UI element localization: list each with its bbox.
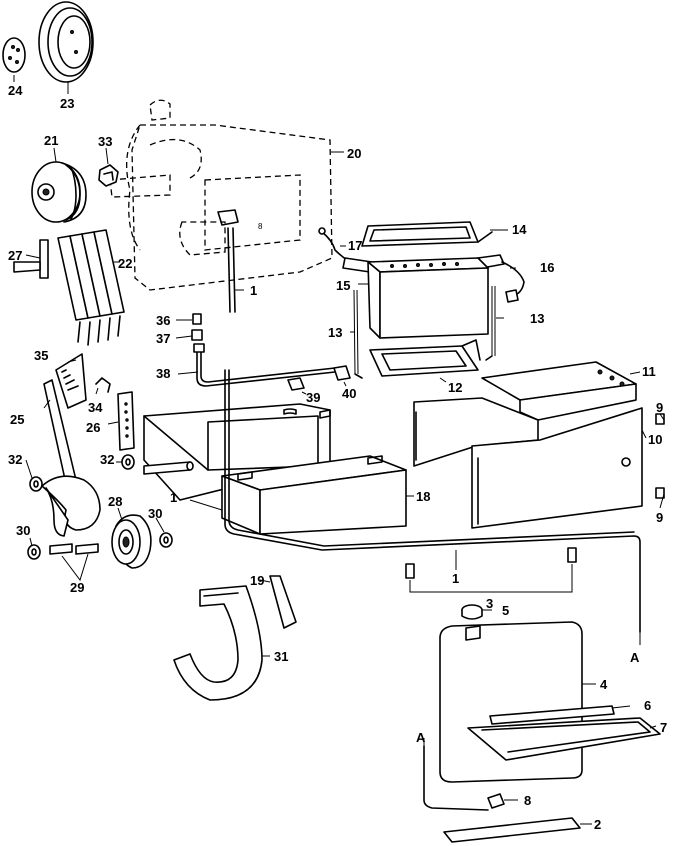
part-29-pins bbox=[49, 543, 99, 555]
callout-14: 14 bbox=[512, 222, 527, 237]
part-32-washer-right bbox=[121, 454, 135, 470]
part-3-bracket-line bbox=[409, 564, 573, 593]
callout-ref-a-left: A bbox=[416, 730, 426, 745]
part-35-quadrant bbox=[55, 353, 87, 409]
part-21-pulley bbox=[31, 161, 87, 223]
part-13-rod-right bbox=[485, 286, 496, 361]
part-24-flange bbox=[2, 37, 26, 73]
part-9-clip-lower bbox=[655, 487, 665, 499]
callout-24: 24 bbox=[8, 83, 23, 98]
part-3-clamp-right bbox=[567, 547, 577, 563]
callout-13-left: 13 bbox=[328, 325, 342, 340]
part-33-nut bbox=[98, 164, 119, 187]
callout-34: 34 bbox=[88, 400, 103, 415]
callout-10: 10 bbox=[648, 432, 662, 447]
part-30-bushing-left bbox=[27, 544, 41, 560]
callout-32-right: 32 bbox=[100, 452, 114, 467]
callout-21: 21 bbox=[44, 133, 58, 148]
part-28-wheel bbox=[111, 514, 152, 569]
callout-32-left: 32 bbox=[8, 452, 22, 467]
callout-ref-a-right: A bbox=[630, 650, 640, 665]
callout-3: 3 bbox=[486, 596, 493, 611]
part-25-lever bbox=[41, 379, 101, 537]
part-10-side-panel bbox=[471, 407, 643, 529]
callout-40: 40 bbox=[342, 386, 356, 401]
callout-37: 37 bbox=[156, 331, 170, 346]
callout-7: 7 bbox=[660, 720, 667, 735]
part-13-rod-left bbox=[353, 289, 363, 379]
callout-15: 15 bbox=[336, 278, 350, 293]
callout-38: 38 bbox=[156, 366, 170, 381]
part-22-belts bbox=[57, 229, 125, 346]
callout-23: 23 bbox=[60, 96, 74, 111]
callout-1-box: 1 bbox=[170, 490, 177, 505]
callout-12: 12 bbox=[448, 380, 462, 395]
callout-1-engine: 1 bbox=[250, 283, 257, 298]
leader-lines bbox=[13, 75, 665, 825]
callout-2: 2 bbox=[594, 817, 601, 832]
part-7-tank-bracket bbox=[467, 717, 661, 761]
callout-30-right: 30 bbox=[148, 506, 162, 521]
part-40-fitting bbox=[333, 365, 351, 381]
callout-13-right: 13 bbox=[530, 311, 544, 326]
part-15-battery bbox=[367, 257, 489, 339]
callout-5: 5 bbox=[502, 603, 509, 618]
callout-31: 31 bbox=[274, 649, 288, 664]
part-11-platform bbox=[413, 361, 637, 467]
callout-39: 39 bbox=[306, 390, 320, 405]
callout-9-lower: 9 bbox=[656, 510, 663, 525]
axle-pin bbox=[143, 461, 194, 475]
part-32-washer-left bbox=[29, 476, 43, 492]
part-38-fuel-line bbox=[193, 343, 336, 387]
part-5-fuel-cap bbox=[461, 604, 483, 620]
part-19-bracket bbox=[269, 575, 297, 629]
callout-33: 33 bbox=[98, 134, 112, 149]
part-18-tool-box bbox=[143, 403, 407, 535]
callout-19: 19 bbox=[250, 573, 264, 588]
part-36-fitting bbox=[192, 313, 202, 325]
callout-16: 16 bbox=[540, 260, 554, 275]
callout-35: 35 bbox=[34, 348, 48, 363]
part-31-strap bbox=[173, 585, 263, 701]
callout-11: 11 bbox=[642, 364, 656, 379]
engine-mark-label: 8 bbox=[258, 222, 263, 231]
callout-9-upper: 9 bbox=[656, 400, 663, 415]
part-12-battery-tray bbox=[369, 339, 481, 377]
callout-26: 26 bbox=[86, 420, 100, 435]
callout-25: 25 bbox=[10, 412, 24, 427]
callout-36: 36 bbox=[156, 313, 170, 328]
part-39-valve bbox=[287, 377, 305, 391]
part-6-strap bbox=[489, 705, 615, 725]
part-14-battery-frame bbox=[361, 221, 493, 247]
part-2-tray bbox=[443, 817, 581, 843]
callout-17: 17 bbox=[348, 238, 362, 253]
part-23-pulley bbox=[38, 1, 94, 83]
part-20-engine: 8 bbox=[109, 99, 333, 313]
part-27-key bbox=[13, 239, 49, 279]
callout-28: 28 bbox=[108, 494, 122, 509]
part-8-fitting bbox=[487, 793, 505, 809]
part-26-bracket bbox=[117, 391, 135, 451]
callout-29: 29 bbox=[70, 580, 84, 595]
part-1-fuel-line bbox=[224, 369, 641, 633]
part-30-bushing-right bbox=[159, 532, 173, 548]
callout-1-line: 1 bbox=[452, 571, 459, 586]
callout-22: 22 bbox=[118, 256, 132, 271]
callout-27: 27 bbox=[8, 248, 22, 263]
callout-6: 6 bbox=[644, 698, 651, 713]
callout-8: 8 bbox=[524, 793, 531, 808]
callout-20: 20 bbox=[347, 146, 361, 161]
callout-4: 4 bbox=[600, 677, 608, 692]
part-3-clamp-left bbox=[405, 563, 415, 579]
fuel-line-segment-a bbox=[423, 745, 489, 811]
callout-30-left: 30 bbox=[16, 523, 30, 538]
callout-18: 18 bbox=[416, 489, 430, 504]
part-37-fitting bbox=[191, 329, 203, 341]
part-34-spring-clip bbox=[95, 377, 111, 393]
part-17-cable bbox=[318, 227, 373, 273]
